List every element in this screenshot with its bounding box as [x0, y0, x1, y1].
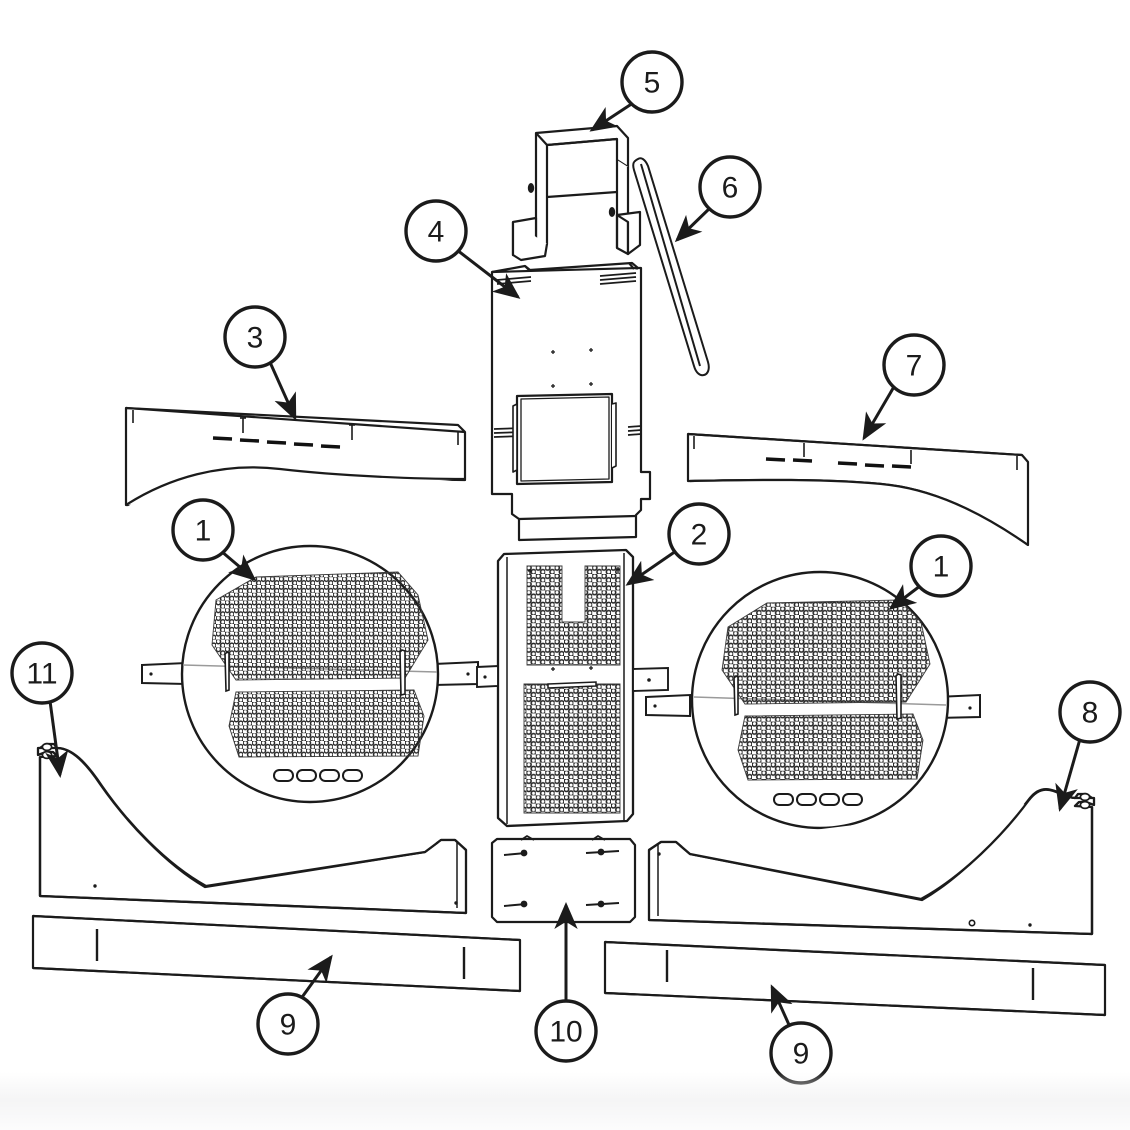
callout-9-left[interactable]: 9: [256, 992, 320, 1056]
callout-1-left[interactable]: 1: [171, 498, 235, 562]
callout-5-label: 5: [644, 67, 661, 100]
part-7-right-fender-skirt: [686, 432, 1030, 547]
callout-8-label: 8: [1082, 697, 1099, 730]
callout-6-label: 6: [722, 172, 739, 205]
leader-8: [1055, 738, 1082, 812]
leader-11: [45, 700, 69, 778]
callout-9-right[interactable]: 9: [769, 1021, 833, 1085]
callout-3-label: 3: [247, 322, 264, 355]
part-8-right-side-panel: [647, 787, 1096, 936]
part-11-left-side-panel: [36, 742, 468, 915]
callout-2[interactable]: 2: [667, 502, 731, 566]
leader-9-left: [298, 954, 333, 1001]
leader-1-right: [888, 584, 921, 610]
callout-7[interactable]: 7: [882, 333, 946, 397]
callout-2-label: 2: [691, 519, 708, 552]
leader-5: [589, 101, 634, 132]
part-10-mount-plate: [490, 835, 637, 924]
part-3-left-fender-skirt: [124, 406, 467, 507]
part-9-left-sill-trim: [31, 914, 522, 993]
callout-10-label: 10: [549, 1016, 582, 1049]
part-4-center-panel: [490, 261, 652, 542]
callout-6[interactable]: 6: [698, 155, 762, 219]
callout-9-right-label: 9: [793, 1038, 810, 1071]
leader-2: [625, 549, 677, 586]
callout-7-label: 7: [906, 350, 923, 383]
callout-1-right[interactable]: 1: [909, 534, 973, 598]
part-6-rod: [632, 157, 710, 377]
callout-11-label: 11: [26, 658, 57, 691]
callout-10[interactable]: 10: [534, 999, 598, 1063]
callout-4[interactable]: 4: [404, 199, 468, 263]
leader-6: [674, 205, 713, 243]
callout-balloons: 5 6 4 3 7 1 2: [10, 50, 1122, 1085]
part-2-center-grille-panel: [476, 548, 669, 828]
callout-8[interactable]: 8: [1058, 680, 1122, 744]
part-1-right-round-grille: [645, 570, 981, 830]
part-5-u-bracket: [511, 124, 642, 262]
leader-3: [267, 359, 297, 421]
callout-1-right-label: 1: [933, 551, 950, 584]
callout-5[interactable]: 5: [620, 50, 684, 114]
leader-7: [862, 384, 897, 441]
callout-11[interactable]: 11: [10, 641, 74, 705]
part-1-left-round-grille: [141, 544, 479, 804]
callout-1-left-label: 1: [195, 515, 212, 548]
leader-1-left: [220, 549, 257, 581]
leader-lines: [45, 101, 1082, 1028]
callout-3[interactable]: 3: [223, 305, 287, 369]
callout-9-left-label: 9: [280, 1009, 297, 1042]
part-9-right-sill-trim: [603, 940, 1107, 1017]
leader-9-right: [770, 984, 793, 1028]
leader-4: [456, 248, 521, 299]
callout-4-label: 4: [428, 216, 445, 249]
